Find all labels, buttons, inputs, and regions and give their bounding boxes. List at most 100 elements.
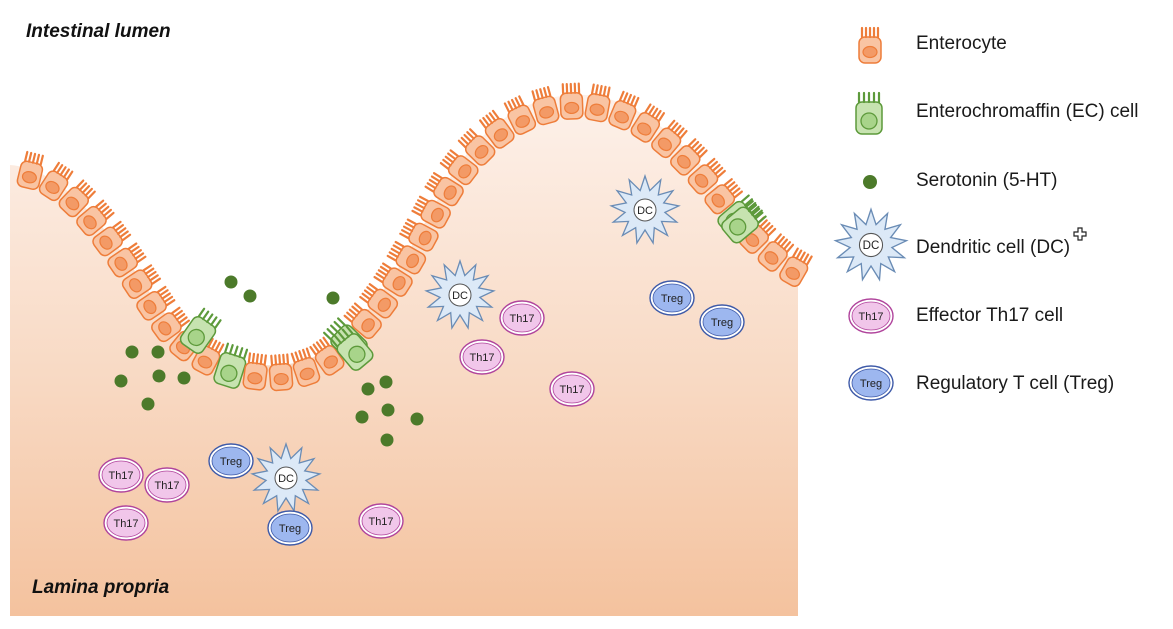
serotonin-molecule (151, 345, 165, 359)
cursor-move-icon (1073, 227, 1087, 241)
enterocyte-cell (651, 119, 688, 159)
th17-label: Th17 (154, 480, 179, 492)
enterocyte-cell (76, 199, 115, 237)
th17-cell: Th17 (549, 371, 595, 407)
ec-cell-icon (855, 91, 883, 135)
enterocyte-cell (531, 86, 560, 126)
enterocyte-cell (359, 283, 399, 319)
th17-cell: Th17 (358, 503, 404, 539)
enterocyte-cell (704, 178, 743, 215)
enterocyte-cell (439, 149, 479, 186)
serotonin-molecule (114, 374, 128, 388)
serotonin-molecule (326, 291, 340, 305)
th17-cell: Th17 (98, 457, 144, 493)
enterocyte-cell (386, 240, 427, 275)
ec-cell (330, 325, 374, 371)
serotonin-molecule (381, 403, 395, 417)
dc-label: DC (637, 205, 653, 217)
serotonin-molecule (361, 382, 375, 396)
enterocyte-cell (309, 336, 345, 376)
enterocyte-cell (630, 103, 666, 143)
serotonin-molecule (243, 289, 257, 303)
enterocyte-cell (584, 83, 611, 123)
dendritic-cell: DC (250, 441, 322, 514)
enterocyte-cell (242, 352, 268, 391)
enterocyte-cell (151, 306, 191, 343)
enterocyte-cell (608, 90, 640, 131)
th17-label: Th17 (469, 352, 494, 364)
enterocyte-cell (687, 157, 726, 195)
lamina-propria-area (10, 94, 798, 616)
th17-label: Th17 (113, 518, 138, 530)
serotonin-molecule (410, 412, 424, 426)
treg-cell: Treg (848, 365, 894, 401)
th17-label: Th17 (858, 311, 883, 323)
dc-label: DC (278, 473, 294, 485)
th17-label: Th17 (368, 516, 393, 528)
legend-label-treg-cell: Regulatory T cell (Treg) (916, 373, 1115, 394)
enterocyte-cell (670, 138, 708, 176)
dendritic-cell: DC (833, 207, 909, 282)
ec-cell (721, 200, 767, 244)
enterocyte-cell (58, 179, 96, 218)
serotonin-molecule (379, 375, 393, 389)
serotonin-dot-icon (863, 175, 877, 189)
lamina-propria-label: Lamina propria (32, 577, 170, 598)
serotonin-molecule (224, 275, 238, 289)
epithelium-layer (16, 82, 813, 392)
th17-cell: Th17 (144, 467, 190, 503)
enterocyte-cell (16, 150, 44, 190)
enterocyte-cell (779, 247, 813, 287)
treg-label: Treg (661, 293, 683, 305)
dendritic-cell: DC (424, 258, 496, 331)
th17-label: Th17 (559, 384, 584, 396)
enterocyte-cell (559, 82, 584, 120)
treg-cell: Treg (649, 280, 695, 316)
legend-label-enterocyte: Enterocyte (916, 33, 1007, 54)
th17-label: Th17 (108, 470, 133, 482)
treg-cell: Treg (208, 443, 254, 479)
enterocyte-cell (399, 218, 439, 252)
dc-label: DC (452, 290, 468, 302)
serotonin-layer (114, 275, 424, 447)
enterocyte-cell (479, 109, 515, 149)
enterocyte-cell (268, 353, 294, 392)
treg-cell: Treg (267, 510, 313, 546)
enterocyte-cell (503, 95, 537, 135)
th17-cell: Th17 (499, 300, 545, 336)
th17-cell: Th17 (103, 505, 149, 541)
serotonin-molecule (125, 345, 139, 359)
serotonin-molecule (380, 433, 394, 447)
legend-label-th17-cell: Effector Th17 cell (916, 305, 1064, 326)
intestinal-lumen-label: Intestinal lumen (26, 21, 171, 42)
treg-label: Treg (279, 523, 301, 535)
ec-cell (213, 342, 249, 389)
enterocyte-cell (373, 262, 413, 297)
th17-cell: Th17 (848, 298, 894, 334)
legend-label-serotonin: Serotonin (5-HT) (916, 170, 1058, 191)
enterocyte-cell (757, 233, 795, 272)
serotonin-molecule (141, 397, 155, 411)
enterocyte-cell (136, 285, 176, 321)
th17-cell: Th17 (459, 339, 505, 375)
enterocyte-cell (411, 195, 451, 229)
th17-label: Th17 (509, 313, 534, 325)
enterocyte-cell (92, 220, 132, 257)
legend-label-ec-cell: Enterochromaffin (EC) cell (916, 101, 1139, 122)
enterocyte-icon (858, 26, 882, 64)
enterocyte-cell (424, 172, 464, 207)
treg-label: Treg (220, 456, 242, 468)
serotonin-molecule (355, 410, 369, 424)
enterocyte-cell (343, 302, 382, 340)
dendritic-cell: DC (609, 173, 681, 246)
dc-label: DC (863, 240, 880, 252)
enterocyte-cell (38, 161, 74, 202)
treg-label: Treg (711, 317, 733, 329)
treg-cell: Treg (699, 304, 745, 340)
enterocyte-cell (107, 242, 147, 278)
enterocyte-cell (121, 264, 162, 299)
serotonin-molecule (152, 369, 166, 383)
